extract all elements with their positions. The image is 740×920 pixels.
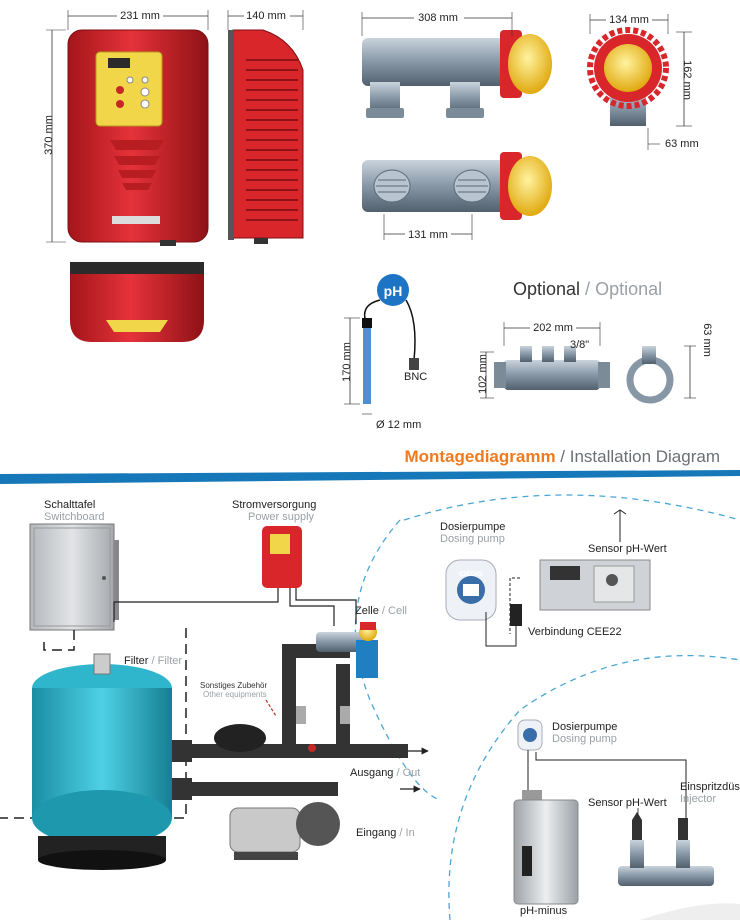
installed-cell [316, 622, 378, 678]
other-equipment-label: Sonstiges Zubehör [200, 681, 267, 690]
cell-end-width-label: 134 mm [609, 14, 649, 26]
sensor-bottom-label: Sensor pH-Wert [588, 797, 667, 809]
ph-minus-tank [513, 790, 579, 905]
cell-length-label: 308 mm [418, 12, 458, 24]
injector-label-en: Injector [680, 793, 716, 805]
section-divider [0, 470, 740, 484]
switchboard-cabinet [29, 523, 119, 631]
cell-end-view [587, 27, 669, 126]
ph-probe: pH [362, 274, 419, 404]
switchboard-label-en: Switchboard [44, 511, 105, 523]
power-unit-side [228, 29, 304, 244]
sand-filter [32, 653, 192, 870]
cell-end-height-label: 162 mm [681, 60, 693, 100]
zone-boundary-2 [403, 494, 740, 521]
probe-connector-label: BNC [404, 371, 427, 383]
ph-badge [377, 274, 409, 306]
circulation-pump [229, 802, 340, 860]
cee-label: Verbindung CEE22 [528, 626, 622, 638]
inlet-label: Eingang / In [356, 827, 415, 839]
optional-clamp [626, 346, 674, 404]
ph-badge-label: pH [384, 283, 403, 299]
optional-thread-label: 3/8" [570, 339, 589, 351]
power-supply-label: Stromversorgung [232, 499, 316, 511]
dosing-pump-top-label: Dosierpumpe [440, 521, 505, 533]
section-title: Montagediagramm / Installation Diagram [404, 447, 720, 466]
filter-label: Filter / Filter [124, 655, 182, 667]
dosing-pump-bottom-label: Dosierpumpe [552, 721, 617, 733]
probe-diameter-label: Ø 12 mm [376, 419, 421, 431]
injector-label: Einspritzdüse [680, 781, 740, 793]
outlet-label: Ausgang / Out [350, 767, 420, 779]
optional-end-height-label: 63 mm [701, 323, 713, 357]
optional-length-label: 202 mm [533, 322, 573, 334]
cell-label: Zelle / Cell [355, 605, 407, 617]
optional-manifold [494, 346, 610, 390]
switchboard-label: Schalttafel [44, 499, 95, 511]
corner-decoration [640, 903, 740, 920]
front-width-label: 231 mm [120, 10, 160, 22]
front-height-label: 370 mm [43, 115, 55, 155]
zone-boundary-3 [448, 654, 740, 920]
power-supply-unit [262, 526, 302, 588]
dosing-pump-bottom-label-en: Dosing pump [552, 733, 617, 745]
sensor-top-label: Sensor pH-Wert [588, 543, 667, 555]
power-unit-front [67, 29, 209, 246]
optional-heading: Optional / Optional [513, 279, 662, 299]
electrolysis-cell-second [362, 152, 552, 220]
side-depth-label: 140 mm [246, 10, 286, 22]
power-unit-top-view [70, 262, 204, 342]
cell-end-offset-label: 63 mm [665, 138, 699, 150]
dosing-pump-top-label-en: Dosing pump [440, 533, 505, 545]
ph-control-module [539, 559, 651, 611]
optional-height-label: 102 mm [477, 354, 489, 394]
other-equipment-label-en: Other equipments [203, 690, 267, 699]
injection-manifold [618, 812, 714, 886]
zone-boundary-1 [354, 519, 441, 801]
probe-length-label: 170 mm [341, 342, 353, 382]
electrolysis-cell-top [362, 30, 552, 118]
brand-mark: IDEGIS [459, 571, 483, 578]
dosing-pump-bottom [517, 719, 543, 751]
power-supply-label-en: Power supply [248, 511, 315, 523]
cell-port-spacing-label: 131 mm [408, 229, 448, 241]
cee-plug [510, 604, 522, 626]
ph-minus-label: pH-minus [520, 905, 568, 917]
dosing-pump-top [445, 559, 497, 621]
